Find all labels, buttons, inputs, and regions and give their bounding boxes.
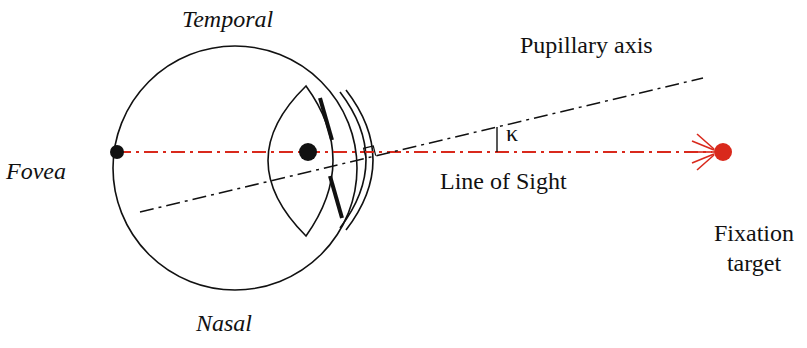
target-rays: [690, 134, 714, 170]
iris-upper: [320, 98, 332, 140]
fixation-dot: [714, 143, 732, 161]
angle-symbol: κ: [506, 118, 518, 148]
region-label: Nasal: [196, 308, 252, 338]
axis-label: Line of Sight: [440, 166, 567, 196]
target-label: Fixation target: [705, 218, 803, 278]
line-of-sight: [117, 151, 712, 153]
cornea: [340, 92, 366, 228]
fovea-dot: [110, 145, 124, 159]
lens: [268, 86, 333, 236]
right-angle-mark: [364, 146, 376, 158]
nodal-point: [299, 143, 317, 161]
region-label: Temporal: [182, 4, 273, 34]
pupillary-axis: [140, 78, 703, 212]
iris-lower: [330, 176, 342, 218]
axis-label: Pupillary axis: [520, 30, 653, 60]
eyeball-outline: [113, 46, 357, 290]
part-label: Fovea: [6, 156, 66, 186]
angle-marker: [496, 127, 497, 152]
